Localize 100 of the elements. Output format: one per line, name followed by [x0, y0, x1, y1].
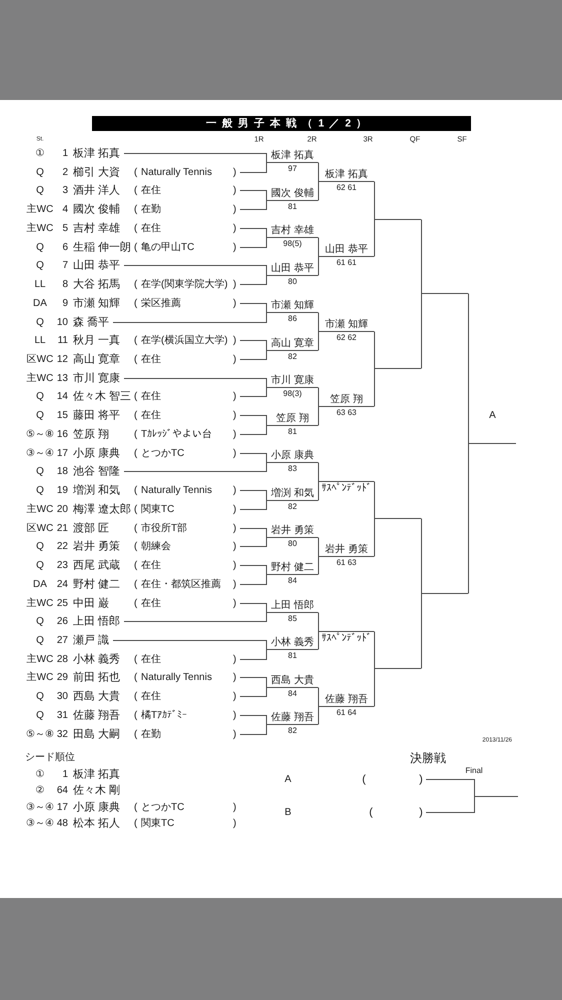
close-paren: ): [233, 710, 236, 722]
bracket-position-label: A: [489, 410, 496, 422]
bracket-line: [240, 500, 268, 510]
draw-number: 22: [56, 540, 68, 552]
draw-number: 4: [62, 204, 68, 216]
close-paren: ): [233, 410, 236, 422]
affiliation: 在住: [141, 354, 161, 366]
open-paren: (: [134, 390, 138, 402]
player-name: 笠原 翔: [330, 394, 363, 406]
bracket-line: [240, 574, 268, 585]
close-paren: ): [233, 334, 236, 346]
open-paren: (: [134, 504, 138, 516]
player-name: 西島 大貴: [271, 675, 314, 687]
draw-number: 25: [56, 598, 68, 610]
entry-status: DA: [33, 578, 47, 590]
affiliation: 在学(横浜国立大学): [141, 334, 228, 346]
draw-number: 64: [56, 785, 68, 798]
bracket-line: [240, 237, 268, 248]
entry-status: 区WC: [26, 522, 54, 534]
draw-number: 7: [62, 260, 68, 272]
entry-status: Q: [36, 184, 44, 196]
match-score: 98(5): [283, 238, 302, 248]
open-paren: (: [134, 278, 138, 290]
entry-status: LL: [34, 278, 46, 290]
close-paren: ): [233, 484, 236, 496]
affiliation: 在住: [141, 222, 161, 234]
draw-number: 21: [56, 522, 68, 534]
player-name: 田島 大嗣: [73, 728, 120, 742]
open-paren: (: [134, 690, 138, 702]
match-score: 97: [288, 164, 297, 174]
bracket-line: [124, 612, 268, 622]
draw-number: 12: [56, 354, 68, 366]
bracket-line: [240, 687, 268, 697]
open-paren: (: [134, 522, 138, 534]
draw-number: 5: [62, 222, 68, 234]
draw-number: 30: [56, 690, 68, 702]
affiliation: 在住: [141, 654, 161, 666]
match-score: 84: [288, 688, 297, 698]
affiliation: 在勤: [141, 204, 161, 216]
entry-status: Q: [36, 466, 44, 478]
player-name: 増渕 和気: [73, 484, 120, 498]
bracket-line: [240, 453, 268, 463]
affiliation: Naturally Tennis: [141, 484, 212, 496]
player-name: 酒井 洋人: [73, 184, 120, 198]
draw-number: 18: [56, 466, 68, 478]
player-name: 笠原 翔: [276, 413, 309, 425]
draw-number: 17: [56, 802, 68, 814]
player-name: 西島 大貴: [73, 690, 120, 704]
player-name: 吉村 幸雄: [73, 222, 120, 236]
player-name: 佐々木 剛: [73, 784, 120, 798]
entry-status: 主WC: [26, 672, 54, 684]
player-name: 吉村 幸雄: [271, 225, 314, 237]
entry-status: Q: [36, 166, 44, 178]
open-paren: (: [134, 428, 138, 440]
open-paren: (: [134, 672, 138, 684]
player-name: 岩井 勇策: [325, 544, 368, 556]
bracket-line: [240, 303, 268, 313]
entry-status: LL: [34, 334, 46, 346]
match-score: 83: [288, 464, 297, 474]
match-status: ｻｽﾍﾟﾝﾃﾞｯﾄﾞ: [322, 483, 372, 495]
close-paren: ): [233, 690, 236, 702]
open-paren: (: [134, 578, 138, 590]
close-paren: ): [233, 166, 236, 178]
close-paren: ): [233, 802, 236, 814]
draw-number: 1: [62, 148, 68, 160]
player-name: 佐藤 翔吾: [325, 694, 368, 706]
player-name: 秋月 一真: [73, 334, 120, 348]
bracket-line: [240, 340, 268, 351]
bracket-line: [124, 153, 268, 163]
match-score: 63 63: [336, 408, 357, 418]
bracket-line: [421, 518, 422, 594]
player-name: 山田 恭平: [271, 263, 314, 275]
affiliation: 市役所T部: [141, 522, 188, 534]
match-status: ｻｽﾍﾟﾝﾃﾞｯﾄﾞ: [322, 633, 372, 645]
player-name: 岩井 勇策: [271, 525, 314, 537]
player-name: 野村 健二: [73, 578, 120, 592]
affiliation: 在住: [141, 390, 161, 402]
title-text: 一般男子本戦（1／2）: [206, 117, 372, 130]
player-name: 小原 康典: [73, 801, 120, 814]
close-paren: ): [233, 818, 236, 830]
entry-status: Q: [36, 710, 44, 722]
open-paren: (: [362, 772, 366, 786]
bracket-line: [375, 368, 421, 369]
match-score: 62 61: [336, 182, 357, 192]
close-paren: ): [233, 522, 236, 534]
player-name: 野村 健二: [271, 562, 314, 574]
open-paren: (: [134, 166, 138, 178]
entry-status: 主WC: [26, 504, 54, 516]
draw-number: 8: [62, 278, 68, 290]
player-name: 山田 恭平: [73, 258, 120, 272]
draw-number: 14: [56, 390, 68, 402]
bracket-line: [240, 603, 268, 613]
draw-number: 27: [56, 634, 68, 646]
draw-number: 48: [56, 818, 68, 830]
bracket-position-label: B: [284, 806, 292, 818]
affiliation: Naturally Tennis: [141, 672, 212, 684]
player-name: 岩井 勇策: [73, 540, 120, 554]
draw-number: 24: [56, 578, 68, 590]
player-name: 市川 寛康: [271, 375, 314, 387]
affiliation: 亀の甲山TC: [141, 242, 194, 254]
